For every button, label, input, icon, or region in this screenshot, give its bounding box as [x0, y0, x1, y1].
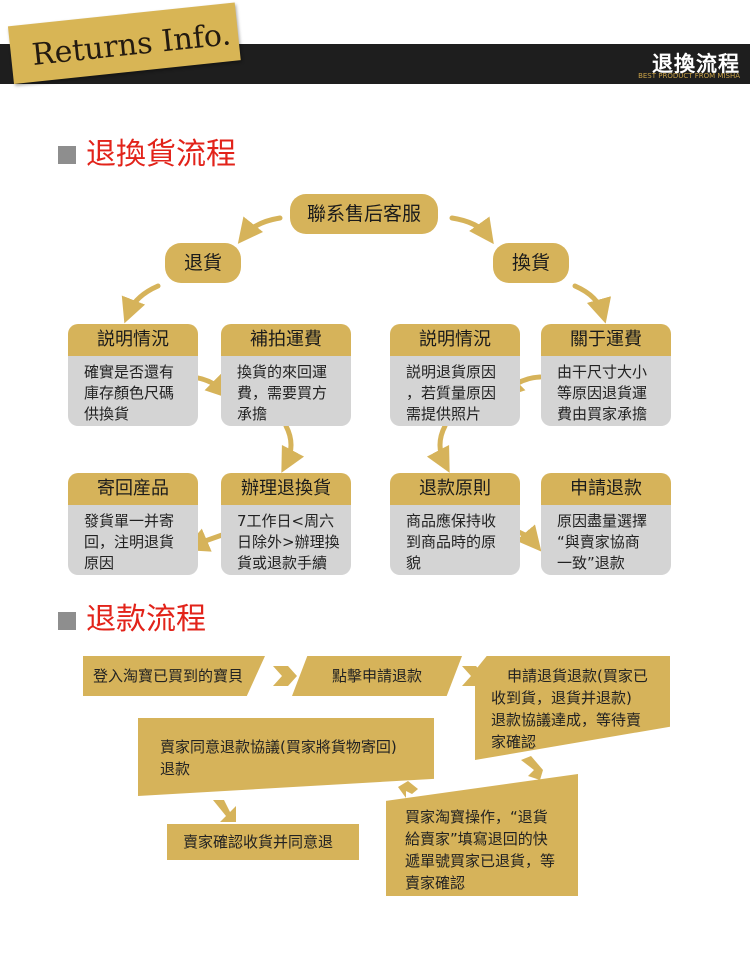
card-line: 發貨單一并寄	[84, 512, 175, 530]
section-marker	[58, 612, 76, 630]
arrow-right-down	[572, 283, 612, 324]
refund-step-1-text: 登入淘寶已買到的寶貝	[93, 667, 244, 685]
section-title-refund: 退款流程	[86, 602, 206, 637]
step-line: 買家淘寶操作，“退貨	[405, 808, 548, 826]
card-line: ，若質量原因	[406, 384, 497, 402]
card-line: “與賣家協商	[557, 533, 640, 551]
refund-step-3-text: 申請退貨退款(買家已 收到貨，退貨并退款) 退款協議達成，等待賣 家確認	[491, 665, 648, 753]
card-line: 需提供照片	[406, 405, 482, 423]
card-line: 貨或退款手續	[237, 554, 328, 572]
header-subtitle: BEST PRODUCT FROM MISHA	[638, 72, 740, 80]
section-marker	[58, 146, 76, 164]
refund-step-1	[83, 656, 265, 696]
arrow-c2-down	[281, 423, 305, 473]
refund-step-2-text: 點擊申請退款	[332, 667, 423, 685]
card-line: 承擔	[237, 405, 268, 423]
card-6: 辦理退換貨 7工作日<周六 日除外>辦理換 貨或退款手續	[221, 473, 351, 575]
card-line: 一致”退款	[557, 554, 625, 572]
arrow-r1	[273, 666, 297, 686]
card-line: 換貨的來回運	[237, 363, 328, 381]
card-line: 回，注明退貨	[84, 533, 175, 551]
card-body: 發貨單一并寄 回，注明退貨 原因	[68, 505, 198, 575]
card-body: 7工作日<周六 日除外>辦理換 貨或退款手續	[221, 505, 351, 575]
card-head: 説明情況	[68, 324, 198, 356]
step-line: 家確認	[491, 733, 537, 751]
card-8: 申請退款 原因盡量選擇 “與賣家協商 一致”退款	[541, 473, 671, 575]
card-line: 供換貨	[84, 405, 130, 423]
card-line: 日除外>辦理換	[237, 533, 340, 551]
card-line: 由干尺寸大小	[557, 363, 648, 381]
card-7: 退款原則 商品應保持收 到商品時的原 貌	[390, 473, 520, 575]
refund-step-6-text: 賣家確認收貨并同意退	[183, 833, 334, 851]
card-line: 到商品時的原	[406, 533, 497, 551]
card-4: 關于運費 由干尺寸大小 等原因退貨運 費由買家承擔	[541, 324, 671, 426]
card-head: 補拍運費	[221, 324, 351, 356]
card-line: 貌	[406, 554, 422, 572]
step-line: 申請退貨退款(買家已	[507, 667, 648, 685]
arrow-top-right	[449, 215, 494, 245]
header-title: 退換流程	[652, 51, 740, 76]
arrow-r4	[398, 781, 418, 798]
arrow-left-down	[121, 283, 161, 324]
card-line: 説明退貨原因	[406, 363, 497, 381]
card-head: 退款原則	[390, 473, 520, 505]
card-line: 原因盡量選擇	[557, 512, 648, 530]
card-line: 費，需要買方	[237, 384, 328, 402]
arrow-r3	[521, 756, 543, 780]
card-head: 辦理退換貨	[221, 473, 351, 505]
pill-return: 退貨	[165, 243, 241, 283]
arrow-r5	[213, 800, 236, 822]
step-line: 退款	[160, 760, 191, 778]
card-body: 確實是否還有 庫存顏色尺碼 供換貨	[68, 356, 198, 426]
step-line: 收到貨，退貨并退款)	[491, 689, 632, 707]
section-title-returns: 退換貨流程	[86, 137, 236, 172]
step-line: 賣家同意退款協議(買家將貨物寄回)	[160, 738, 397, 756]
card-3: 説明情況 説明退貨原因 ，若質量原因 需提供照片	[390, 324, 520, 426]
card-head: 申請退款	[541, 473, 671, 505]
card-line: 確實是否還有	[84, 363, 175, 381]
card-body: 商品應保持收 到商品時的原 貌	[390, 505, 520, 575]
arrow-c3-down	[426, 423, 450, 473]
step-line: 遞單號買家已退貨，等	[405, 852, 556, 870]
card-body: 換貨的來回運 費，需要買方 承擔	[221, 356, 351, 426]
pill-exchange: 換貨	[493, 243, 569, 283]
card-1: 説明情況 確實是否還有 庫存顏色尺碼 供換貨	[68, 324, 198, 426]
card-5: 寄回産品 發貨單一并寄 回，注明退貨 原因	[68, 473, 198, 575]
card-body: 説明退貨原因 ，若質量原因 需提供照片	[390, 356, 520, 426]
card-body: 由干尺寸大小 等原因退貨運 費由買家承擔	[541, 356, 671, 426]
card-line: 原因	[84, 554, 115, 572]
card-line: 庫存顏色尺碼	[84, 384, 175, 402]
step-line: 賣家確認	[405, 874, 466, 892]
card-line: 商品應保持收	[406, 512, 497, 530]
card-head: 關于運費	[541, 324, 671, 356]
refund-step-6	[167, 824, 359, 860]
pill-contact-service: 聯系售后客服	[290, 194, 438, 234]
arrow-top-left	[237, 215, 283, 244]
step-line: 給賣家”填寫退回的快	[405, 830, 548, 848]
refund-step-5-text: 買家淘寶操作，“退貨 給賣家”填寫退回的快 遞單號買家已退貨，等 賣家確認	[405, 806, 555, 894]
card-head: 説明情況	[390, 324, 520, 356]
refund-step-2	[292, 656, 462, 696]
card-line: 等原因退貨運	[557, 384, 648, 402]
card-body: 原因盡量選擇 “與賣家協商 一致”退款	[541, 505, 671, 575]
refund-step-4-text: 賣家同意退款協議(買家將貨物寄回) 退款	[160, 736, 397, 780]
card-2: 補拍運費 換貨的來回運 費，需要買方 承擔	[221, 324, 351, 426]
card-head: 寄回産品	[68, 473, 198, 505]
card-line: 費由買家承擔	[557, 405, 648, 423]
card-line: 7工作日<周六	[237, 512, 335, 530]
step-line: 退款協議達成，等待賣	[491, 711, 642, 729]
